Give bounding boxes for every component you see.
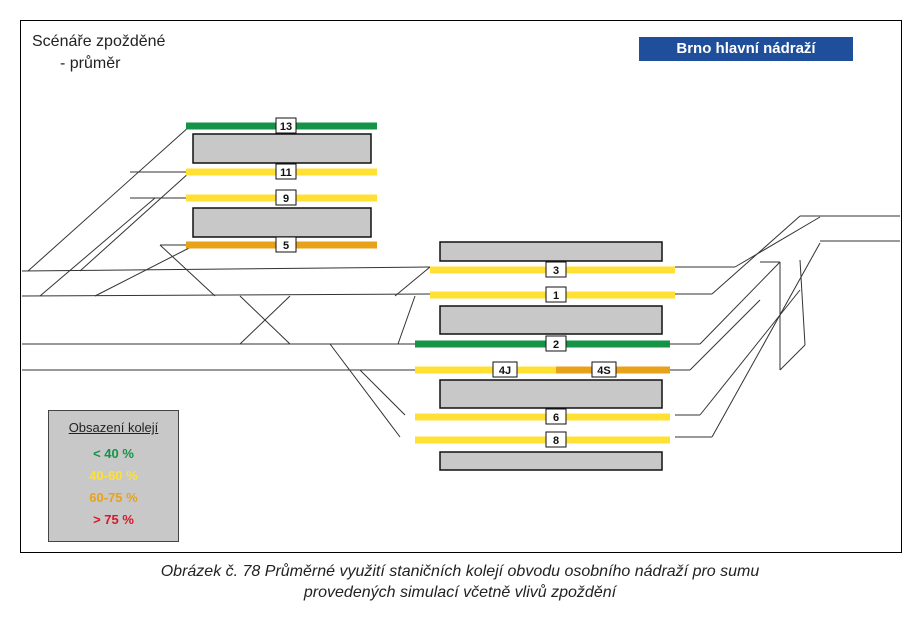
platform: [439, 451, 663, 471]
track-label-box: [545, 431, 567, 448]
scenario-title-line-2: - průměr: [60, 55, 121, 72]
rail-segment: [799, 259, 806, 346]
platform: [439, 305, 663, 335]
track-label-box: [545, 286, 567, 303]
track-label-4j: 4J: [499, 365, 511, 377]
track-label-box: [275, 117, 297, 134]
figure-caption: Obrázek č. 78 Průměrné využití staničníc…: [0, 561, 920, 603]
rail-segment: [734, 216, 821, 268]
rail-segment: [699, 289, 801, 416]
rail-segment: [689, 299, 761, 371]
caption-line-2: provedených simulací včetně vlivů zpoždě…: [303, 584, 617, 601]
track-label-box: [492, 361, 518, 378]
rail-segment: [779, 344, 806, 371]
rail-segment: [239, 295, 291, 345]
rail-segment: [39, 197, 156, 297]
rail-segment: [79, 171, 191, 272]
rail-segment: [21, 266, 431, 272]
rail-segment: [699, 261, 781, 345]
legend-item-green: < 40 %: [93, 446, 134, 461]
track-label-3: 3: [553, 265, 559, 277]
legend-item-red: > 75 %: [93, 512, 134, 527]
track-label-1: 1: [553, 290, 559, 302]
rail-segment: [397, 295, 416, 345]
track-label-box: [545, 261, 567, 278]
rail-lines: [21, 125, 900, 438]
rail-segment: [329, 343, 401, 438]
station-name-badge: Brno hlavní nádraží: [639, 37, 853, 61]
track-label-2: 2: [553, 339, 559, 351]
track-label-9: 9: [283, 193, 289, 205]
platform: [439, 241, 663, 262]
occupancy-legend: Obsazení kolejí < 40 % 40-60 % 60-75 % >…: [48, 410, 179, 542]
platform: [192, 133, 372, 164]
track-label-box: [275, 189, 297, 206]
track-label-box: [545, 335, 567, 352]
platform: [192, 207, 372, 238]
track-label-5: 5: [283, 240, 289, 252]
track-label-6: 6: [553, 412, 559, 424]
platforms: [192, 133, 663, 471]
track-labels: 13 11 9 5 3 1 2 4J 4S 6 8: [275, 117, 617, 448]
track-label-11: 11: [280, 167, 292, 179]
track-label-8: 8: [553, 435, 559, 447]
rail-segment: [21, 293, 431, 297]
legend-item-yellow: 40-60 %: [89, 468, 138, 483]
track-label-box: [545, 408, 567, 425]
caption-line-1: Obrázek č. 78 Průměrné využití staničníc…: [160, 563, 760, 580]
track-label-box: [591, 361, 617, 378]
scenario-title-line-1: Scénáře zpožděné: [32, 33, 166, 50]
rail-segment: [159, 244, 216, 297]
track-label-13: 13: [280, 121, 292, 133]
scenario-title: Scénáře zpožděné - průměr: [32, 31, 165, 75]
rail-segment: [711, 242, 821, 438]
rail-segment: [27, 125, 191, 272]
track-label-4s: 4S: [597, 365, 610, 377]
track-label-box: [275, 236, 297, 253]
rail-segment: [94, 244, 196, 297]
rail-segment: [394, 266, 431, 297]
rail-segment: [359, 369, 406, 416]
track-label-box: [275, 163, 297, 180]
legend-item-orange: 60-75 %: [89, 490, 138, 505]
legend-title: Obsazení kolejí: [68, 420, 159, 435]
platform: [439, 379, 663, 409]
